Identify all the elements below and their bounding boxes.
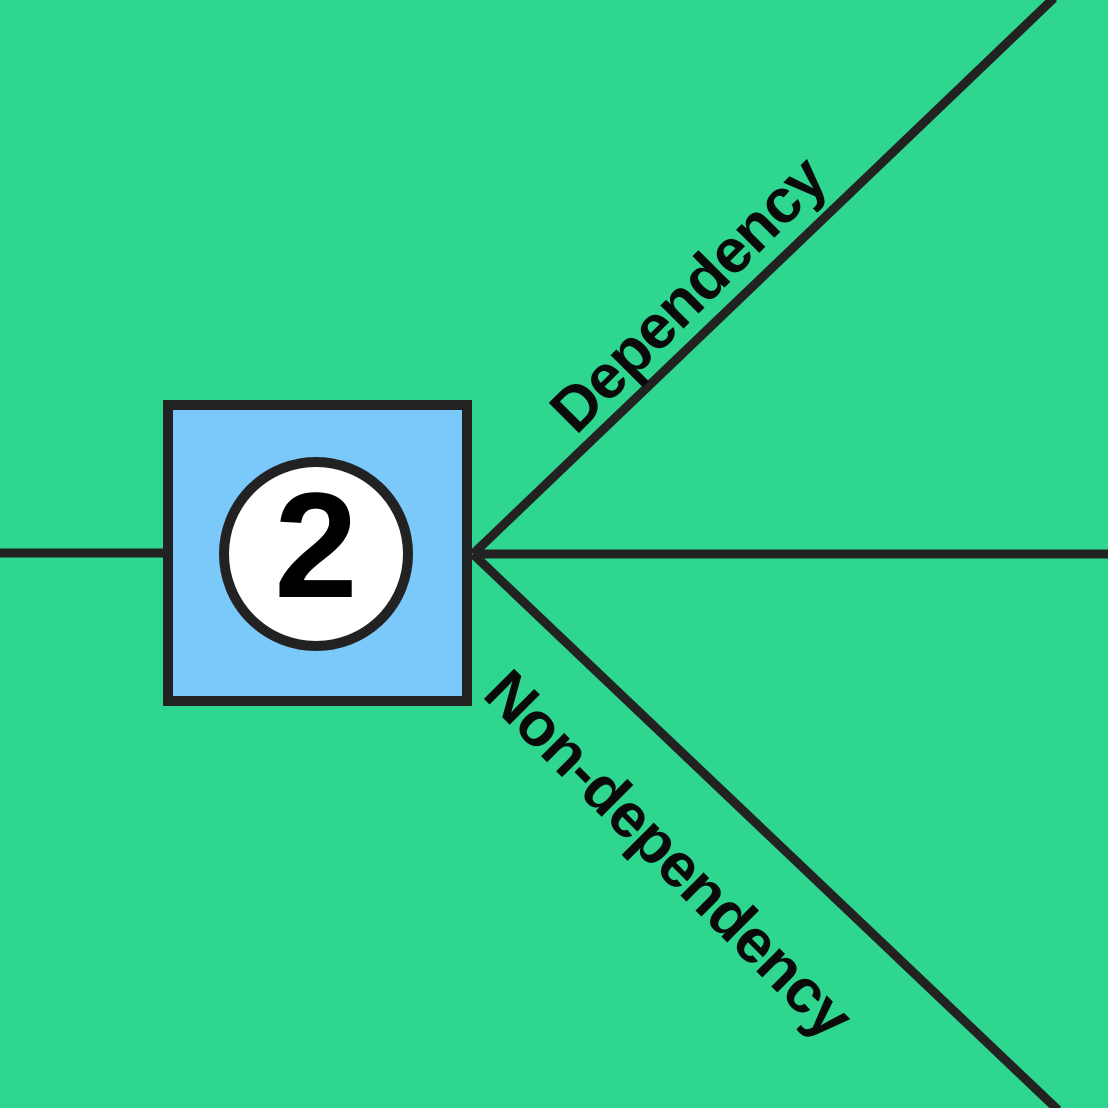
node-badge-circle xyxy=(219,457,413,651)
non-dependency-down-edge[interactable] xyxy=(469,550,1062,1108)
dependency-up-edge[interactable] xyxy=(469,0,1058,558)
